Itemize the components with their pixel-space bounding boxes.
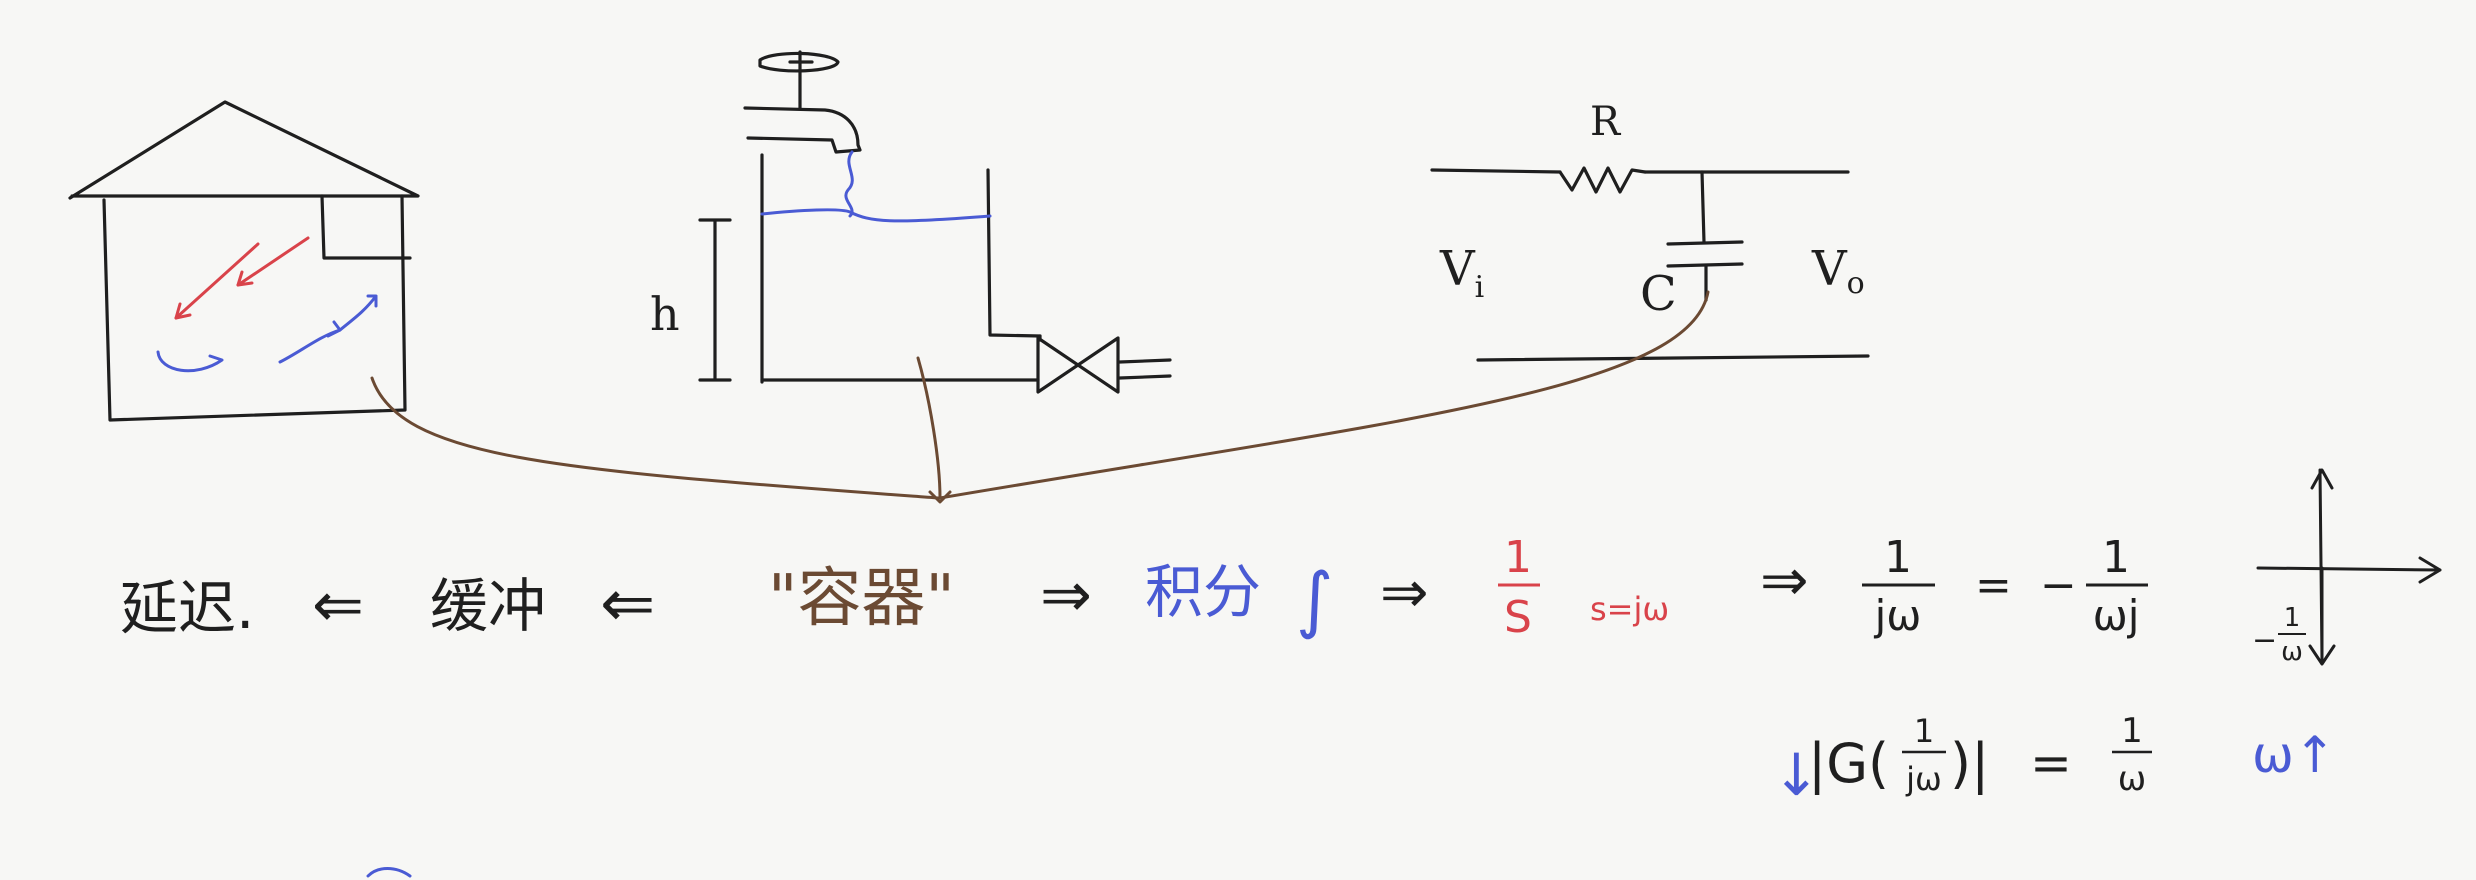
- house-walls: [102, 194, 407, 422]
- magnitude-rhs-numerator: 1: [2121, 711, 2143, 751]
- tf-denominator: S: [1504, 592, 1532, 643]
- capacitor-label: C: [1640, 266, 1677, 322]
- house-sketch: [68, 100, 420, 422]
- phasor-real-axis: [2256, 556, 2442, 584]
- integral-text: 积分: [1145, 558, 1261, 626]
- magnitude-inner-numerator: 1: [1914, 712, 1934, 750]
- phasor-label-numerator: 1: [2284, 603, 2301, 633]
- house-cool-air-arrows: [156, 294, 378, 373]
- magnitude-down-arrow: ↓: [1772, 741, 1821, 809]
- phasor-axes: [2256, 468, 2442, 666]
- delay-text: 延迟.: [120, 574, 254, 642]
- neg-denominator: ωj: [2093, 591, 2140, 640]
- connector-house: [370, 376, 940, 500]
- neg-numerator: 1: [2102, 532, 2130, 583]
- tf-substitution: s=jω: [1590, 590, 1669, 628]
- arrow-right-1: ⇒: [1040, 558, 1092, 631]
- magnitude-equals: =: [2030, 734, 2072, 792]
- frequency-response-expr: 1 jω = − 1 ωj: [1862, 532, 2148, 640]
- transfer-function-1-over-s: 1 S s=jω: [1498, 532, 1669, 643]
- water-level: [760, 208, 992, 223]
- magnitude-expression: ↓ |G( 1 jω )| = 1 ω ω↑: [1772, 711, 2336, 809]
- rc-circuit-sketch: [1430, 166, 1870, 362]
- faucet-spout: [743, 106, 862, 154]
- water-stream: [844, 150, 854, 218]
- house-chimney-notch: [320, 194, 412, 260]
- freq-numerator: 1: [1884, 532, 1912, 583]
- height-bracket: [698, 218, 732, 382]
- arrow-right-2: ⇒: [1380, 558, 1429, 626]
- magnitude-rhs-denominator: ω: [2118, 759, 2146, 799]
- magnitude-expr-close: )|: [1950, 732, 1989, 795]
- phasor-label-denominator: ω: [2281, 637, 2303, 667]
- phasor-label: − 1 ω: [2252, 603, 2306, 667]
- magnitude-inner-denominator: jω: [1905, 760, 1942, 798]
- valve-symbol: [1036, 336, 1120, 394]
- circuit-bottom-wire: [1476, 354, 1870, 362]
- tank-water: [760, 150, 992, 223]
- freq-minus: −: [2040, 560, 2077, 611]
- tank-height-label: h: [650, 287, 680, 341]
- integral-symbol: ∫: [1296, 557, 1334, 641]
- tank-right-wall: [986, 168, 1042, 338]
- tank-sketch: [698, 50, 1172, 394]
- outlet-pipe-right: [1118, 358, 1172, 380]
- circuit-top-wire-left: [1430, 168, 1562, 174]
- phasor-vector-down: [2308, 566, 2336, 666]
- tf-numerator: 1: [1504, 532, 1532, 583]
- output-voltage-label: Vo: [1811, 241, 1865, 301]
- arrow-left-2: ⇐: [600, 565, 655, 642]
- partial-bottom-stroke: [366, 867, 412, 878]
- capacitor-lead-top: [1700, 170, 1706, 244]
- container-connector-lines: [370, 290, 1710, 504]
- freq-denominator: jω: [1874, 591, 1922, 640]
- arrow-left-1: ⇐: [312, 568, 364, 641]
- capacitor-plate-top: [1666, 240, 1744, 246]
- resistor-label: R: [1590, 99, 1622, 145]
- omega-increase-text: ω↑: [2252, 726, 2336, 784]
- arrow-right-3: ⇒: [1760, 546, 1809, 614]
- faucet-handle: [758, 51, 840, 73]
- concept-chain: 延迟. ⇐ 缓冲 ⇐ "容器" ⇒ 积分 ∫ ⇒ 1 S s=jω ⇒ 1 jω…: [120, 532, 2148, 643]
- connector-tip: [928, 490, 952, 504]
- magnitude-expr-open: |G(: [1808, 732, 1889, 795]
- connector-circuit: [938, 290, 1710, 500]
- buffer-text: 缓冲: [430, 572, 546, 640]
- freq-equals: =: [1975, 560, 2012, 611]
- phasor-top-mark: [2310, 468, 2334, 490]
- input-voltage-label: Vi: [1439, 241, 1484, 305]
- container-text: "容器": [768, 562, 955, 636]
- phasor-label-minus: −: [2252, 623, 2277, 658]
- resistor-symbol: [1558, 166, 1647, 194]
- connector-tank: [916, 356, 942, 500]
- house-roof: [68, 100, 420, 200]
- house-warm-air-arrows: [174, 236, 310, 320]
